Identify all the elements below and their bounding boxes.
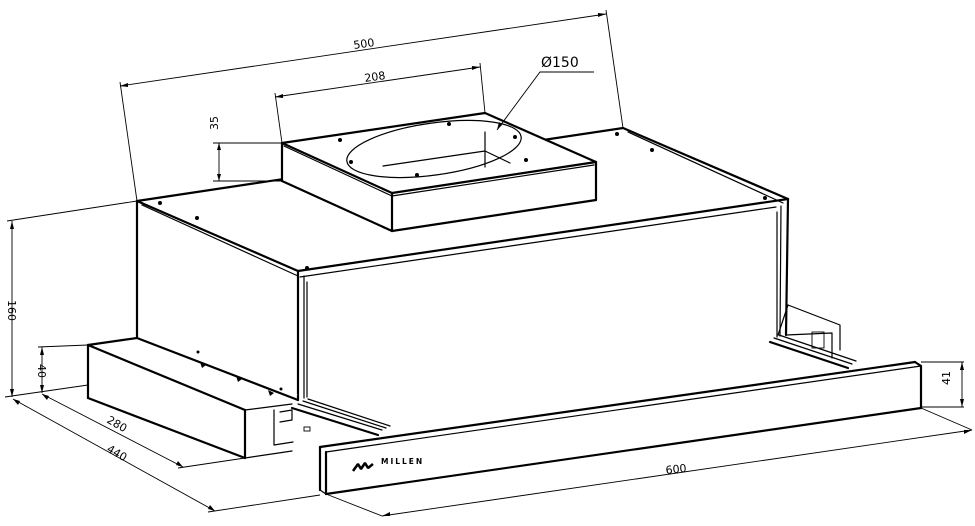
dim-label-208: 208 xyxy=(364,69,387,85)
dim-label-600: 600 xyxy=(665,462,687,477)
dim-label-280: 280 xyxy=(105,413,130,435)
brand-logo-text: MILLEN xyxy=(381,457,424,466)
dim-label-160: 160 xyxy=(5,300,18,321)
dimension-lines xyxy=(4,9,973,517)
dim-label-35: 35 xyxy=(208,116,221,130)
outlet-box xyxy=(280,111,598,233)
slide-tray xyxy=(86,336,311,460)
slide-rails xyxy=(290,304,857,437)
dim-label-diameter-150: Ø150 xyxy=(541,55,579,71)
dim-label-500: 500 xyxy=(353,36,376,52)
dim-label-40: 40 xyxy=(35,364,48,378)
dim-label-440: 440 xyxy=(105,442,130,464)
front-panel: MILLEN xyxy=(318,360,923,496)
dim-label-41: 41 xyxy=(940,371,953,385)
millen-logo: MILLEN xyxy=(351,457,424,472)
